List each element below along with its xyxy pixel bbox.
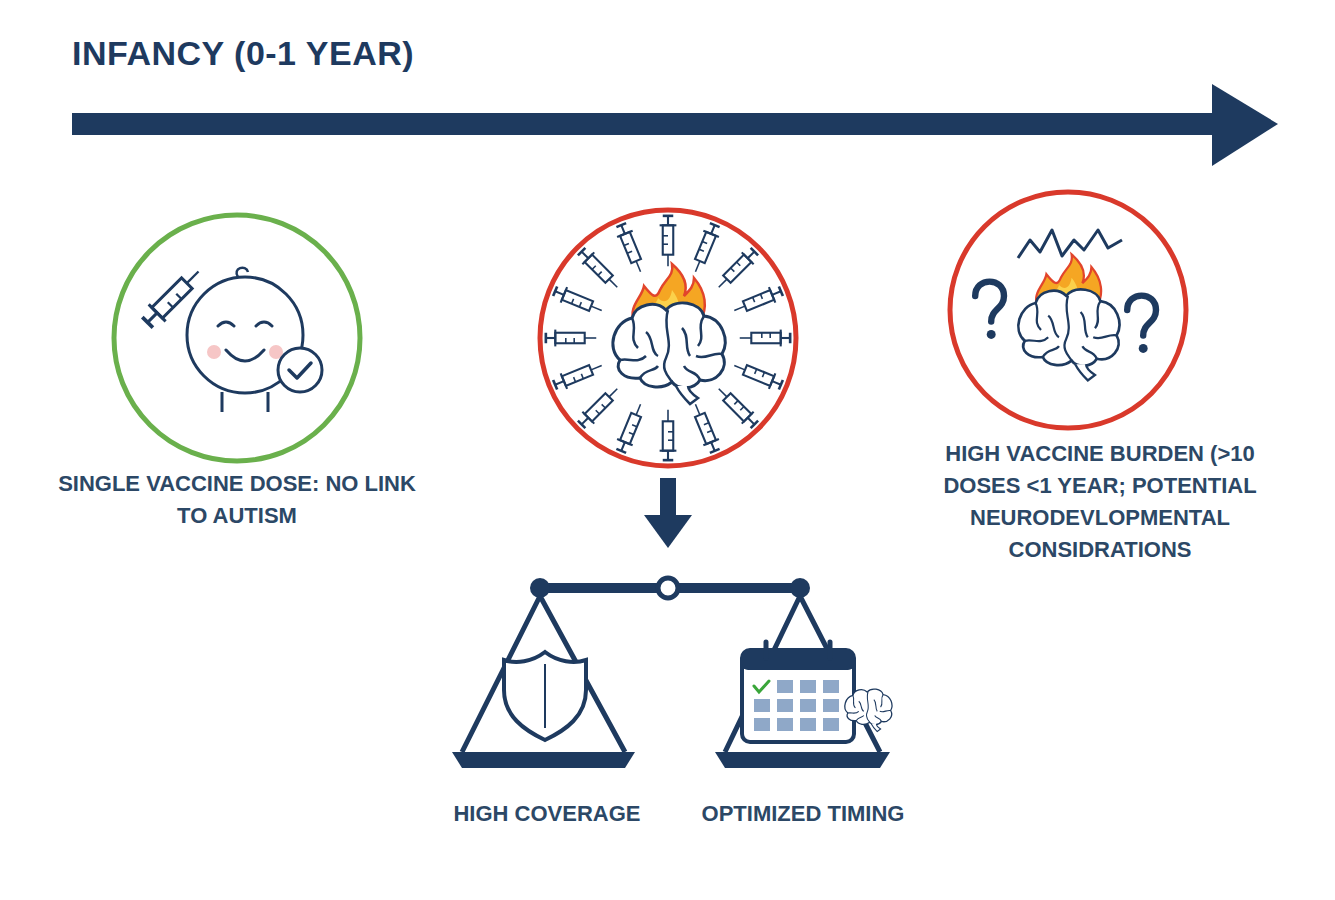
- syringe-brain-icon: [576, 246, 624, 294]
- balance-scale: [658, 578, 678, 598]
- syringe-brain-icon: [688, 401, 723, 454]
- timeline-arrow: [72, 113, 1222, 135]
- calendar-icon: [777, 699, 793, 712]
- balance-scale: [725, 596, 880, 752]
- baby-icon: [114, 215, 360, 461]
- calendar-icon: [777, 680, 793, 693]
- baby-icon: [207, 345, 221, 359]
- diagram-title: INFANCY (0-1 YEAR): [72, 34, 414, 73]
- baby-icon: [237, 268, 248, 277]
- down-arrow: [644, 478, 692, 548]
- syringe-brain-icon: [740, 330, 790, 347]
- circle-node: SINGLE VACCINE DOSE: NO LINK TO AUTISM: [47, 200, 427, 532]
- brain-question-icon: [1127, 296, 1156, 353]
- balance-scale: [715, 752, 890, 768]
- balance-scale: [452, 578, 890, 768]
- syringe-brain-icon: [660, 216, 677, 266]
- syringe-brain-icon: [660, 410, 677, 460]
- calendar-icon: [777, 718, 793, 731]
- calendar-icon: [800, 718, 816, 731]
- down-arrow: [644, 515, 692, 548]
- syringe-brain-icon: [731, 283, 784, 318]
- shield-icon: [504, 652, 586, 740]
- timeline-arrow: [72, 84, 1278, 166]
- baby-icon: [222, 392, 268, 412]
- timeline-arrow: [1212, 84, 1278, 166]
- shield-icon: [544, 664, 546, 728]
- syringe-brain-icon: [552, 358, 605, 393]
- circle-node: HIGH VACCINE BURDEN (>10 DOSES <1 YEAR; …: [905, 180, 1295, 566]
- syringe-brain-icon: [688, 222, 723, 275]
- syringe-brain-icon: [552, 283, 605, 318]
- balance-scale: [452, 752, 635, 768]
- baby-icon: [139, 263, 207, 331]
- calendar-icon: [800, 699, 816, 712]
- syringe-brain-icon: [540, 210, 796, 466]
- node-caption: HIGH VACCINE BURDEN (>10 DOSES <1 YEAR; …: [905, 438, 1295, 566]
- syringe-brain-icon: [613, 222, 648, 275]
- down-arrow: [660, 478, 676, 518]
- calendar-icon: [766, 642, 830, 658]
- balance-scale: [790, 578, 810, 598]
- scale-label: HIGH COVERAGE: [453, 800, 640, 828]
- syringe-brain-icon: [540, 210, 796, 466]
- calendar-icon: [742, 650, 854, 742]
- calendar-icon: [823, 680, 839, 693]
- node-caption: SINGLE VACCINE DOSE: NO LINK TO AUTISM: [47, 468, 427, 532]
- calendar-icon: [823, 699, 839, 712]
- brain-question-icon: [1018, 230, 1122, 258]
- syringe-brain-icon: [713, 383, 761, 431]
- scale-label: OPTIMIZED TIMING: [702, 800, 905, 828]
- brain-question-icon: [950, 192, 1186, 428]
- calendar-icon: [742, 650, 854, 670]
- calendar-icon: [823, 718, 839, 731]
- syringe-brain-icon: [731, 358, 784, 393]
- baby-icon: [278, 348, 322, 392]
- calendar-icon: [754, 680, 770, 693]
- calendar-icon: [754, 681, 769, 692]
- syringe-brain-icon: [613, 401, 648, 454]
- syringe-brain-icon: [546, 330, 596, 347]
- syringe-brain-icon: [576, 383, 624, 431]
- brain-question-icon: [975, 282, 1004, 339]
- baby-icon: [114, 215, 360, 461]
- small-brain-icon: [845, 689, 892, 731]
- brain-question-icon: [950, 192, 1186, 428]
- brain-question-icon: [1018, 289, 1119, 380]
- calendar-icon: [800, 680, 816, 693]
- baby-icon: [218, 322, 272, 326]
- balance-scale: [530, 578, 550, 598]
- calendar-icon: [754, 699, 770, 712]
- balance-scale: [462, 596, 625, 752]
- small-brain-icon: [845, 689, 892, 731]
- syringe-brain-icon: [613, 303, 725, 404]
- shield-icon: [504, 652, 586, 740]
- calendar-icon: [754, 718, 770, 731]
- calendar-icon: [742, 642, 854, 742]
- baby-icon: [289, 363, 311, 378]
- baby-icon: [226, 350, 264, 361]
- syringe-brain-icon: [713, 246, 761, 294]
